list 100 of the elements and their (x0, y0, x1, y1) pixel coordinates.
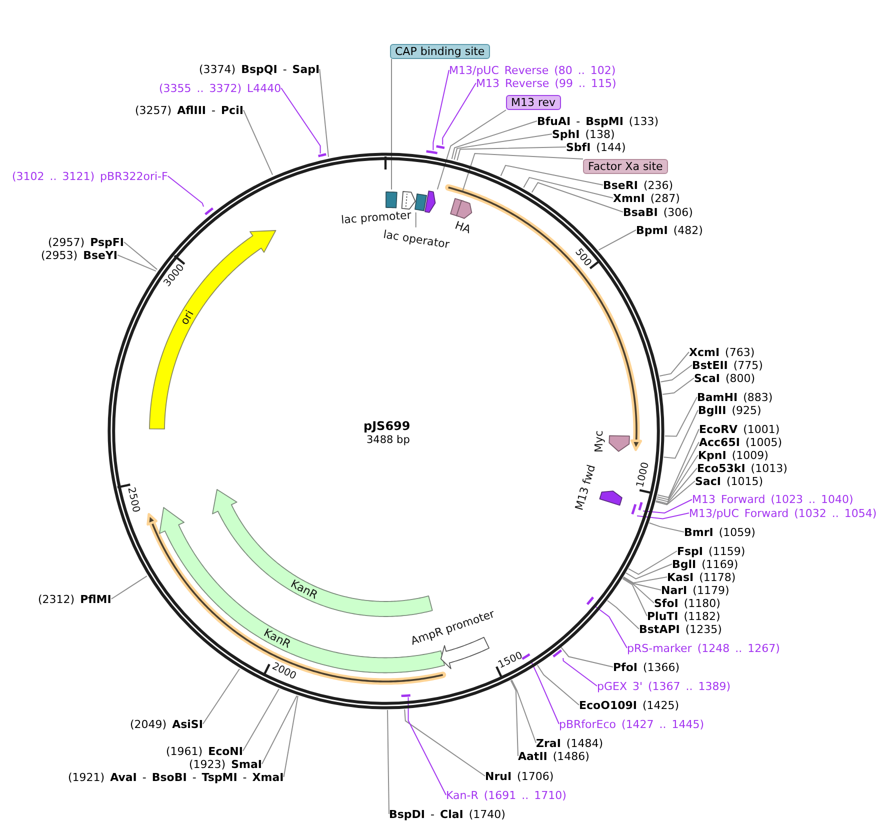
site-label: BmrI (1059) (684, 526, 756, 538)
site-label: KasI (1178) (667, 570, 736, 584)
site-label: (1923) SmaI (189, 758, 262, 770)
primer-label: M13/pUC Reverse (80 .. 102) (449, 64, 616, 76)
site-label: (2049) AsiSI (130, 718, 203, 730)
leader-line (123, 242, 158, 270)
leader-line (531, 182, 624, 212)
leader-line (500, 164, 604, 186)
site-label: BstEII (775) (692, 358, 763, 372)
feature-label: HA (453, 219, 473, 237)
site-label: BspDI - ClaI (1740) (389, 808, 506, 820)
leader-line (662, 378, 694, 395)
leader-line (280, 88, 321, 154)
leader-line (511, 679, 536, 744)
primer-site-mark (586, 596, 594, 606)
primer-site-mark (435, 144, 446, 149)
leader-line (391, 58, 392, 190)
primer-label: (3355 .. 3372) L4440 (159, 82, 282, 94)
leader-line (242, 688, 280, 752)
leader-line (657, 428, 700, 498)
leader-line (660, 364, 692, 382)
tick-label: 1000 (635, 461, 653, 489)
site-label: Eco53kI (1013) (697, 462, 788, 474)
leader-line (456, 146, 566, 161)
primer-site-mark (204, 206, 214, 216)
operator-box (413, 192, 429, 212)
site-label: BfuAI - BspMI (133) (537, 114, 659, 128)
primer-site-mark (552, 649, 564, 658)
site-label: (2957) PspFI (48, 236, 124, 248)
leader-line (655, 480, 696, 506)
leader-line (442, 82, 476, 146)
leader-line (594, 604, 628, 648)
feature-callout: Factor Xa site (583, 159, 668, 174)
site-label: (1961) EcoNI (166, 744, 243, 758)
site-label: BamHI (883) (697, 390, 773, 404)
site-label: BstAPI (1235) (639, 622, 722, 636)
leader-line (642, 499, 692, 514)
site-label: (2953) BseYI (41, 248, 118, 262)
site-label: NarI (1179) (661, 584, 730, 596)
leader-line (451, 120, 538, 160)
site-label: EcoO109I (1425) (579, 698, 680, 712)
leader-line (656, 442, 700, 500)
plasmid-size: 3488 bp (366, 432, 410, 446)
leader-line (622, 576, 662, 590)
primer-label: M13 Reverse (99 .. 115) (476, 76, 616, 90)
leader-line (432, 70, 450, 151)
site-label: (2312) PflMI (38, 592, 112, 606)
primer-site-mark (631, 503, 638, 516)
feature-label: M13 fwd (572, 464, 598, 512)
leader-line (622, 578, 648, 616)
site-label: Acc65I (1005) (699, 436, 782, 448)
primer-label: pBRforEco (1427 .. 1445) (559, 718, 704, 730)
primer-label: (3102 .. 3121) pBR322ori-F (12, 170, 168, 182)
leader-line (663, 410, 698, 459)
tick-label: 1500 (496, 650, 526, 672)
site-label: SacI (1015) (695, 474, 764, 488)
site-label: BsaBI (306) (623, 206, 693, 218)
leader-line (628, 550, 678, 575)
site-label: ScaI (800) (694, 372, 756, 384)
leader-line (523, 176, 614, 198)
binding-site-box (384, 190, 400, 210)
leader-line (606, 600, 640, 630)
leader-line (436, 110, 506, 190)
site-label: (1921) AvaI - BsoBI - TspMI - XmaI (68, 770, 284, 784)
leader-line (530, 660, 560, 724)
feature-label: lac promoter (340, 209, 412, 227)
leader-line (117, 254, 156, 272)
site-label: SphI (138) (552, 128, 615, 140)
site-label: XmnI (287) (613, 192, 680, 204)
primer-site-mark (520, 652, 531, 660)
leader-line (636, 512, 690, 520)
primer-site-mark (317, 153, 328, 158)
site-label: (3374) BspQI - SapI (199, 62, 320, 76)
plasmid-name: pJS699 (364, 419, 410, 433)
leader-line (656, 468, 698, 504)
site-label: PfoI (1366) (613, 660, 680, 674)
primer-label: pGEX 3' (1367 .. 1389) (597, 680, 731, 692)
leader-line (664, 396, 698, 437)
site-label: NruI (1706) (485, 770, 554, 782)
leader-line (625, 564, 672, 580)
primer-label: M13 Forward (1023 .. 1040) (692, 493, 854, 506)
leader-line (560, 646, 614, 668)
site-label: BglII (925) (698, 404, 762, 416)
leader-line (319, 68, 329, 158)
leader-line (656, 454, 698, 502)
leader-line (462, 153, 584, 192)
leader-line (536, 664, 580, 706)
feature-callout: M13 rev (506, 95, 561, 110)
primer-site-mark (638, 500, 644, 512)
site-label: EcoRV (1001) (699, 422, 780, 436)
leader-line (454, 134, 552, 160)
site-label: SfoI (1180) (654, 596, 720, 610)
leader-line (622, 577, 654, 604)
site-label: XcmI (763) (689, 346, 755, 358)
tick-label: 2000 (269, 660, 298, 683)
primer-site-shape (423, 189, 438, 215)
leader-line (387, 710, 390, 814)
site-label: KpnI (1009) (698, 448, 768, 462)
feature-label: Myc (592, 430, 606, 453)
leader-line (261, 695, 298, 764)
